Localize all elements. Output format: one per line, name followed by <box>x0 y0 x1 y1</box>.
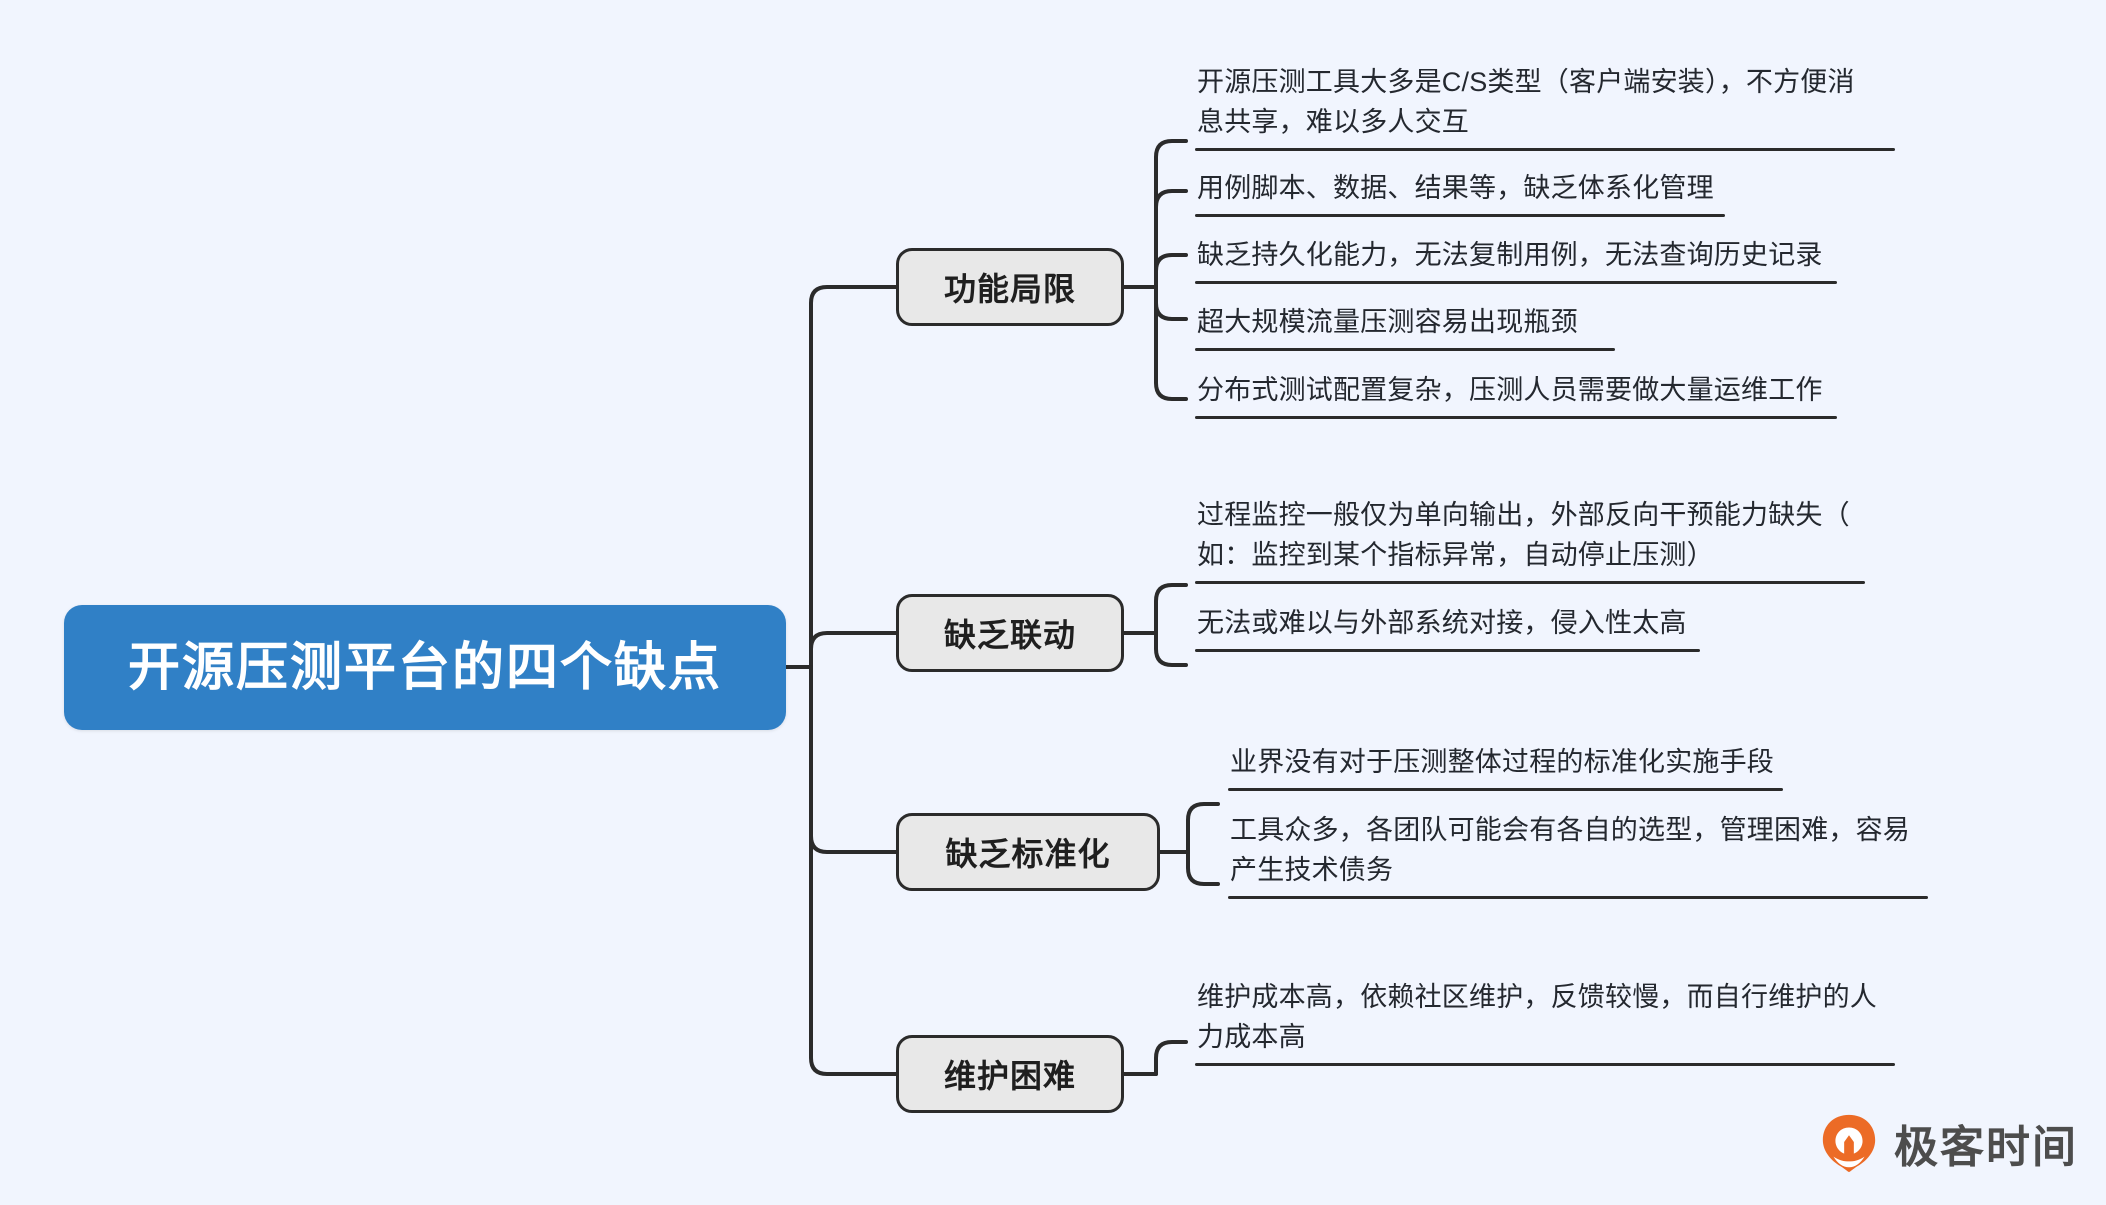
leaf-text: 开源压测工具大多是C/S类型（客户端安装），不方便消 息共享，难以多人交互 <box>1197 67 1855 137</box>
leaf-underline <box>1195 416 1837 419</box>
leaf-text: 维护成本高，依赖社区维护，反馈较慢，而自行维护的人 力成本高 <box>1197 982 1877 1052</box>
leaf-item[interactable]: 过程监控一般仅为单向输出，外部反向干预能力缺失（ 如：监控到某个指标异常，自动停… <box>1195 495 1865 584</box>
leaf-underline <box>1195 649 1700 652</box>
leaf-item[interactable]: 分布式测试配置复杂，压测人员需要做大量运维工作 <box>1195 370 1837 419</box>
leaf-underline <box>1195 281 1837 284</box>
watermark-label: 极客时间 <box>1894 1123 2078 1172</box>
leaf-item[interactable]: 工具众多，各团队可能会有各自的选型，管理困难，容易 产生技术债务 <box>1228 810 1928 899</box>
wire-b0-leaf-2 <box>1154 253 1188 289</box>
wire-b0-leaf-4 <box>1154 285 1188 401</box>
leaf-text: 无法或难以与外部系统对接，侵入性太高 <box>1197 608 1687 638</box>
wire-trunk-branch-1 <box>809 631 898 669</box>
branch-node-lack-of-standardization[interactable]: 缺乏标准化 <box>896 813 1160 891</box>
leaf-text: 超大规模流量压测容易出现瓶颈 <box>1197 307 1578 337</box>
wire-b0-leaf-1 <box>1154 189 1188 289</box>
leaf-underline <box>1195 1063 1895 1066</box>
leaf-item[interactable]: 缺乏持久化能力，无法复制用例，无法查询历史记录 <box>1195 235 1837 284</box>
branch-node-label: 缺乏联动 <box>943 617 1076 653</box>
wire-b1-leaf-1 <box>1154 631 1188 667</box>
leaf-text: 工具众多，各团队可能会有各自的选型，管理困难，容易 产生技术债务 <box>1230 815 1910 885</box>
wire-b0-leaf-0 <box>1154 139 1188 289</box>
watermark: 极客时间 <box>1818 1111 2078 1175</box>
branch-node-label: 维护困难 <box>943 1058 1076 1094</box>
branch-node-maintenance-difficulty[interactable]: 维护困难 <box>896 1035 1124 1113</box>
leaf-underline <box>1228 788 1783 791</box>
leaf-item[interactable]: 用例脚本、数据、结果等，缺乏体系化管理 <box>1195 168 1725 217</box>
root-node-label: 开源压测平台的四个缺点 <box>127 638 722 697</box>
branch-node-functional-limits[interactable]: 功能局限 <box>896 248 1124 326</box>
leaf-text: 过程监控一般仅为单向输出，外部反向干预能力缺失（ 如：监控到某个指标异常，自动停… <box>1197 500 1850 570</box>
branch-node-label: 缺乏标准化 <box>945 836 1111 872</box>
leaf-item[interactable]: 超大规模流量压测容易出现瓶颈 <box>1195 302 1615 351</box>
leaf-item[interactable]: 开源压测工具大多是C/S类型（客户端安装），不方便消 息共享，难以多人交互 <box>1195 62 1895 151</box>
branch-node-label: 功能局限 <box>943 271 1076 307</box>
leaf-underline <box>1195 148 1895 151</box>
wire-b2-leaf-0 <box>1186 802 1220 854</box>
wire-b2-leaf-1 <box>1186 850 1220 886</box>
geektime-logo-icon <box>1818 1112 1880 1174</box>
leaf-item[interactable]: 业界没有对于压测整体过程的标准化实施手段 <box>1228 742 1783 791</box>
leaf-item[interactable]: 维护成本高，依赖社区维护，反馈较慢，而自行维护的人 力成本高 <box>1195 977 1895 1066</box>
wire-b3-leaf-0 <box>1154 1040 1188 1076</box>
wire-b1-leaf-0 <box>1154 583 1188 635</box>
leaf-text: 用例脚本、数据、结果等，缺乏体系化管理 <box>1197 173 1714 203</box>
wire-trunk-branch-0 <box>809 285 898 669</box>
leaf-text: 缺乏持久化能力，无法复制用例，无法查询历史记录 <box>1197 240 1823 270</box>
leaf-underline <box>1195 348 1615 351</box>
wire-b0-leaf-3 <box>1154 285 1188 321</box>
wire-trunk-branch-2 <box>809 665 898 854</box>
root-node[interactable]: 开源压测平台的四个缺点 <box>64 605 786 730</box>
branch-node-lack-of-coordination[interactable]: 缺乏联动 <box>896 594 1124 672</box>
leaf-text: 分布式测试配置复杂，压测人员需要做大量运维工作 <box>1197 375 1823 405</box>
leaf-underline <box>1195 214 1725 217</box>
leaf-underline <box>1195 581 1865 584</box>
leaf-underline <box>1228 896 1928 899</box>
leaf-item[interactable]: 无法或难以与外部系统对接，侵入性太高 <box>1195 603 1700 652</box>
leaf-text: 业界没有对于压测整体过程的标准化实施手段 <box>1230 747 1774 777</box>
wire-trunk-branch-3 <box>809 665 898 1076</box>
